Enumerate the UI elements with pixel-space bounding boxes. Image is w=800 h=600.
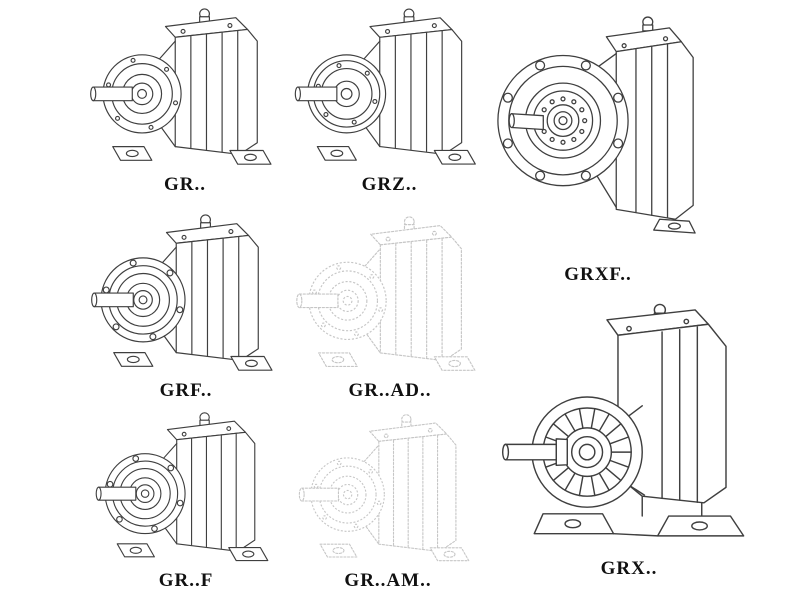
figure-gr-am: GR..AM.. [292, 412, 484, 592]
figure-label-grz: GRZ.. [361, 174, 418, 195]
figure-label-gr-ad: GR..AD.. [348, 380, 432, 401]
gearbox-drawing-gr-ad [292, 214, 488, 378]
figure-gr-f: GR..F [86, 410, 286, 592]
figure-label-grxf: GRXF.. [564, 264, 632, 285]
gearbox-drawing-grf [86, 212, 286, 378]
figure-gr-ad: GR..AD.. [292, 214, 488, 402]
figure-grz: GRZ.. [292, 6, 487, 196]
gearbox-drawing-grxf [492, 2, 704, 254]
figure-grf: GRF.. [86, 212, 286, 402]
gearbox-drawing-gr [86, 6, 284, 172]
figure-label-gr-am: GR..AM.. [344, 570, 432, 591]
gearbox-drawing-gr-f [86, 410, 286, 568]
gearbox-drawing-grx [494, 300, 764, 548]
figure-label-grf: GRF.. [159, 380, 213, 401]
figure-label-grx: GRX.. [600, 558, 658, 579]
gearbox-drawing-grz [292, 6, 487, 172]
gearbox-drawing-gr-am [292, 412, 484, 568]
figure-grx: GRX.. [494, 300, 764, 580]
figure-label-gr-f: GR..F [158, 570, 214, 591]
figure-gr: GR.. [86, 6, 284, 196]
figure-label-gr: GR.. [164, 174, 206, 195]
figure-grxf: GRXF.. [492, 2, 704, 286]
